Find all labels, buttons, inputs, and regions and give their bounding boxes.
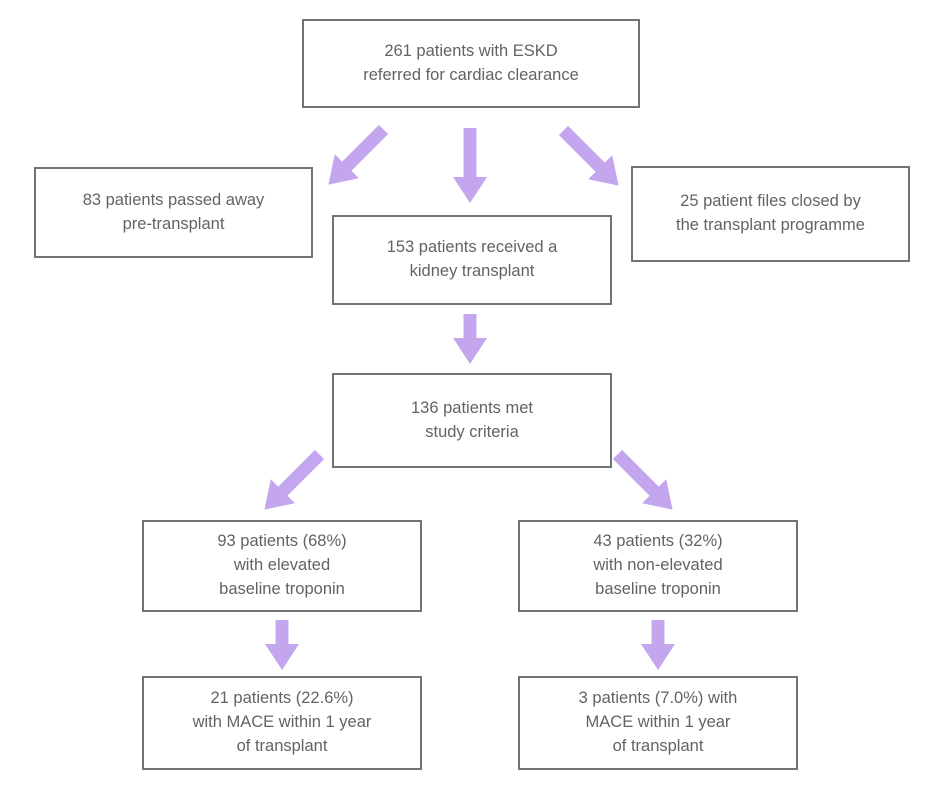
flow-box-received-line: kidney transplant — [409, 262, 535, 280]
connector-arrow-criteria-to-non-elevated — [605, 442, 684, 521]
flow-box-referred-line: referred for cardiac clearance — [363, 65, 579, 84]
flow-box-passed-away-line: 83 patients passed away — [82, 190, 265, 209]
flow-box-non-elevated-line: baseline troponin — [595, 579, 721, 598]
flow-box-mace-elevated-line: 21 patients (22.6%) — [210, 689, 354, 708]
flow-box-closed: 25 patient files closed by the transplan… — [631, 166, 910, 262]
flow-box-non-elevated-line: with non-elevated — [593, 556, 723, 575]
connector-arrow-received-to-criteria — [453, 314, 487, 364]
flow-box-received: 153 patients received a kidney transplan… — [332, 215, 612, 305]
flow-box-received-line: 153 patients received a — [386, 238, 558, 257]
flow-box-elevated-line: 93 patients (68%) — [217, 532, 347, 551]
flow-box-mace-elevated: 21 patients (22.6%) with MACE within 1 y… — [142, 676, 422, 770]
flow-box-elevated: 93 patients (68%) with elevated baseline… — [142, 520, 422, 612]
flow-box-mace-elevated-line: with MACE within 1 year — [192, 713, 372, 732]
connector-arrow-referred-to-received — [453, 128, 487, 203]
flow-box-criteria-line: study criteria — [425, 422, 519, 441]
connector-arrow-referred-to-passed-away — [316, 117, 395, 196]
flow-box-mace-non-elevated: 3 patients (7.0%) with MACE within 1 yea… — [518, 676, 798, 770]
flow-box-mace-non-elevated-line: MACE within 1 year — [585, 713, 731, 732]
flow-box-criteria-line: 136 patients met — [411, 398, 533, 417]
flow-box-closed-line: the transplant programme — [676, 216, 865, 234]
flow-box-non-elevated: 43 patients (32%) with non-elevated base… — [518, 520, 798, 612]
flow-box-criteria: 136 patients met study criteria — [332, 373, 612, 468]
flow-box-mace-elevated-line: of transplant — [236, 736, 328, 755]
flow-box-referred: 261 patients with ESKD referred for card… — [302, 19, 640, 108]
connector-arrow-referred-to-closed — [551, 118, 630, 197]
flow-box-closed-line: 25 patient files closed by — [680, 192, 861, 211]
connector-arrow-non-elevated-to-mace — [641, 620, 675, 670]
flow-box-passed-away: 83 patients passed away pre-transplant — [34, 167, 313, 258]
flow-box-passed-away-line: pre-transplant — [122, 214, 225, 233]
connector-arrow-elevated-to-mace — [265, 620, 299, 670]
flow-box-referred-line: 261 patients with ESKD — [384, 41, 558, 60]
flow-box-elevated-line: baseline troponin — [219, 579, 345, 598]
connector-arrow-criteria-to-elevated — [252, 442, 331, 521]
flow-box-elevated-line: with elevated — [233, 556, 331, 575]
flow-box-non-elevated-line: 43 patients (32%) — [593, 532, 723, 551]
flow-box-mace-non-elevated-line: of transplant — [612, 736, 704, 755]
flow-box-mace-non-elevated-line: 3 patients (7.0%) with — [578, 689, 738, 708]
